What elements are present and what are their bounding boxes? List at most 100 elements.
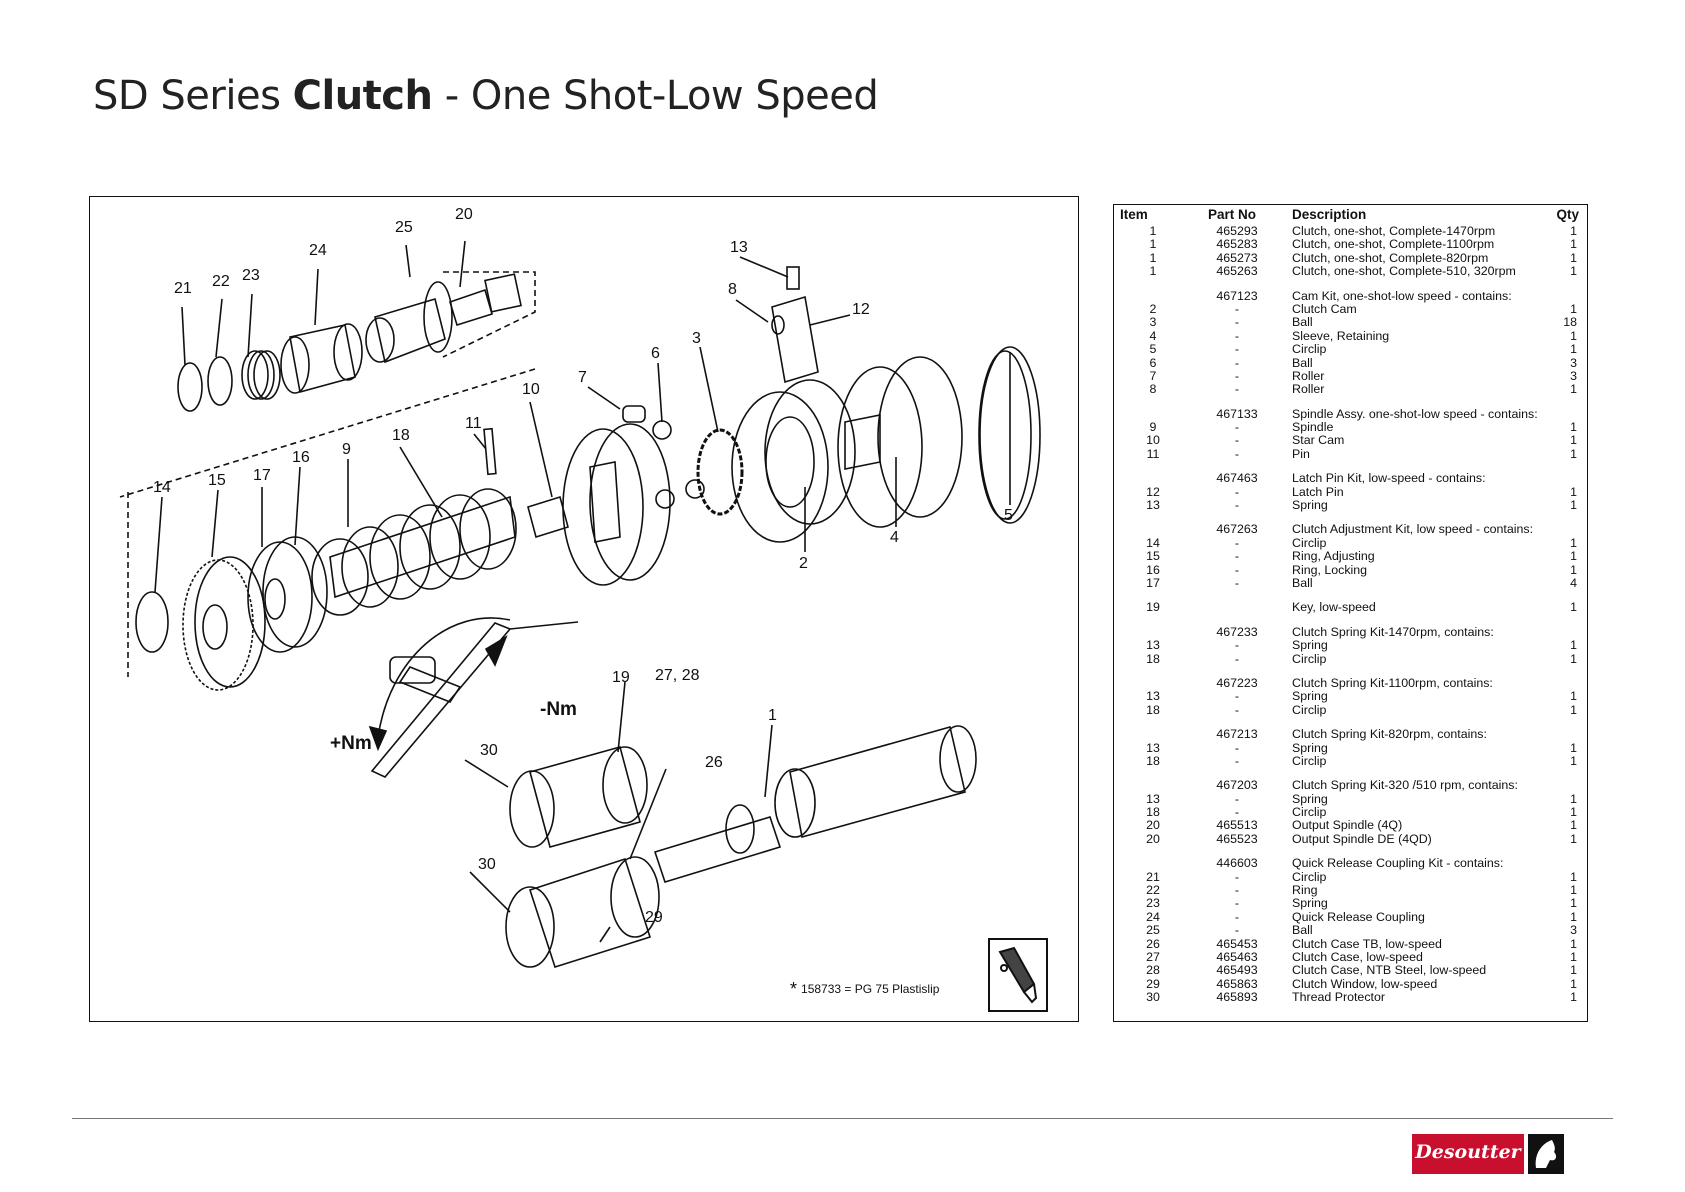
part-no-cell: - <box>1234 342 1240 357</box>
description-cell: Spindle Assy. one-shot-low speed - conta… <box>1292 406 1538 421</box>
part-no-cell: - <box>1234 382 1240 397</box>
callout-5: 5 <box>1004 507 1013 524</box>
item-cell: 6 <box>1149 355 1157 370</box>
item-cell: 11 <box>1146 446 1160 461</box>
item-cell: 22 <box>1146 883 1160 898</box>
part-no-cell: - <box>1234 575 1240 590</box>
description-cell: Clutch Case, NTB Steel, low-speed <box>1292 963 1487 978</box>
description-cell: Key, low-speed <box>1292 600 1376 615</box>
part-no-cell: 465523 <box>1216 831 1258 846</box>
description-cell: Spindle <box>1292 420 1334 435</box>
callout-16: 16 <box>292 449 310 466</box>
description-cell: Circlip <box>1292 702 1327 717</box>
callout-11: 11 <box>465 415 482 432</box>
item-cell: 18 <box>1146 702 1160 717</box>
part-no-cell: 465293 <box>1216 224 1258 238</box>
part-no-cell: 467223 <box>1216 675 1258 690</box>
note-asterisk: * <box>790 979 798 999</box>
lubricant-tube-icon <box>988 938 1048 1012</box>
item-cell: 8 <box>1149 382 1157 397</box>
qty-cell: 1 <box>1570 896 1577 911</box>
part-no-cell: - <box>1234 638 1240 653</box>
description-cell: Ball <box>1292 575 1313 590</box>
part-no-cell: - <box>1234 446 1240 461</box>
description-cell: Ring, Locking <box>1292 562 1368 577</box>
part-no-cell: 465273 <box>1216 250 1258 265</box>
part-no-cell: - <box>1234 420 1240 435</box>
item-cell: 1 <box>1149 237 1157 252</box>
page-title: SD Series Clutch - One Shot-Low Speed <box>93 73 879 119</box>
parts-row: 9 - Spindle 1 <box>1114 420 1587 435</box>
item-cell: 18 <box>1146 651 1160 666</box>
callout-12: 12 <box>852 301 870 318</box>
callout-7: 7 <box>578 369 587 386</box>
part-no-cell: - <box>1234 791 1240 806</box>
qty-cell: 1 <box>1570 420 1577 435</box>
item-cell: 19 <box>1146 600 1160 615</box>
item-cell: 13 <box>1146 638 1160 653</box>
part-no-cell: - <box>1234 689 1240 704</box>
item-cell: 24 <box>1146 909 1160 924</box>
description-cell: Circlip <box>1292 535 1327 550</box>
item-cell: 9 <box>1149 420 1157 435</box>
qty-cell: 18 <box>1563 315 1577 330</box>
item-cell: 2 <box>1149 301 1157 316</box>
description-cell: Cam Kit, one-shot-low speed - contains: <box>1292 288 1512 303</box>
description-cell: Clutch Spring Kit-1100rpm, contains: <box>1292 675 1493 690</box>
qty-cell: 1 <box>1570 883 1577 898</box>
qty-cell: 3 <box>1570 923 1577 938</box>
description-cell: Circlip <box>1292 651 1327 666</box>
description-cell: Spring <box>1292 689 1328 704</box>
qty-cell: 1 <box>1570 562 1577 577</box>
item-cell: 13 <box>1146 791 1160 806</box>
part-no-cell: 465283 <box>1216 237 1258 252</box>
callout-3: 3 <box>692 330 701 347</box>
callout-21: 21 <box>174 280 192 297</box>
item-cell: 13 <box>1146 689 1160 704</box>
part-no-cell: - <box>1234 498 1240 513</box>
item-cell: 17 <box>1146 575 1160 590</box>
qty-cell: 1 <box>1570 936 1577 951</box>
part-no-cell: - <box>1234 896 1240 911</box>
qty-cell: 1 <box>1570 949 1577 964</box>
item-cell: 16 <box>1146 562 1160 577</box>
qty-cell: 1 <box>1570 600 1577 615</box>
item-cell: 12 <box>1146 484 1160 499</box>
qty-cell: 3 <box>1570 355 1577 370</box>
callout-2: 2 <box>799 555 808 572</box>
part-no-cell: - <box>1234 869 1240 884</box>
part-no-cell: 467263 <box>1216 522 1258 537</box>
description-cell: Spring <box>1292 740 1328 755</box>
parts-list-header: Item Part No Description Qty <box>1114 207 1587 223</box>
logo-wordmark: Desoutter <box>1415 1141 1521 1163</box>
description-cell: Circlip <box>1292 753 1327 768</box>
callout-19: 19 <box>612 669 630 686</box>
item-cell: 28 <box>1146 963 1160 978</box>
item-cell: 15 <box>1146 549 1160 564</box>
callout-27-28: 27, 28 <box>655 667 700 684</box>
callout-4: 4 <box>890 529 899 546</box>
callout-29: 29 <box>645 909 663 926</box>
callout-22: 22 <box>212 273 230 290</box>
exploded-view-artwork <box>119 240 1041 969</box>
description-cell: Clutch, one-shot, Complete-1100rpm <box>1292 237 1495 252</box>
item-cell: 1 <box>1149 250 1157 265</box>
